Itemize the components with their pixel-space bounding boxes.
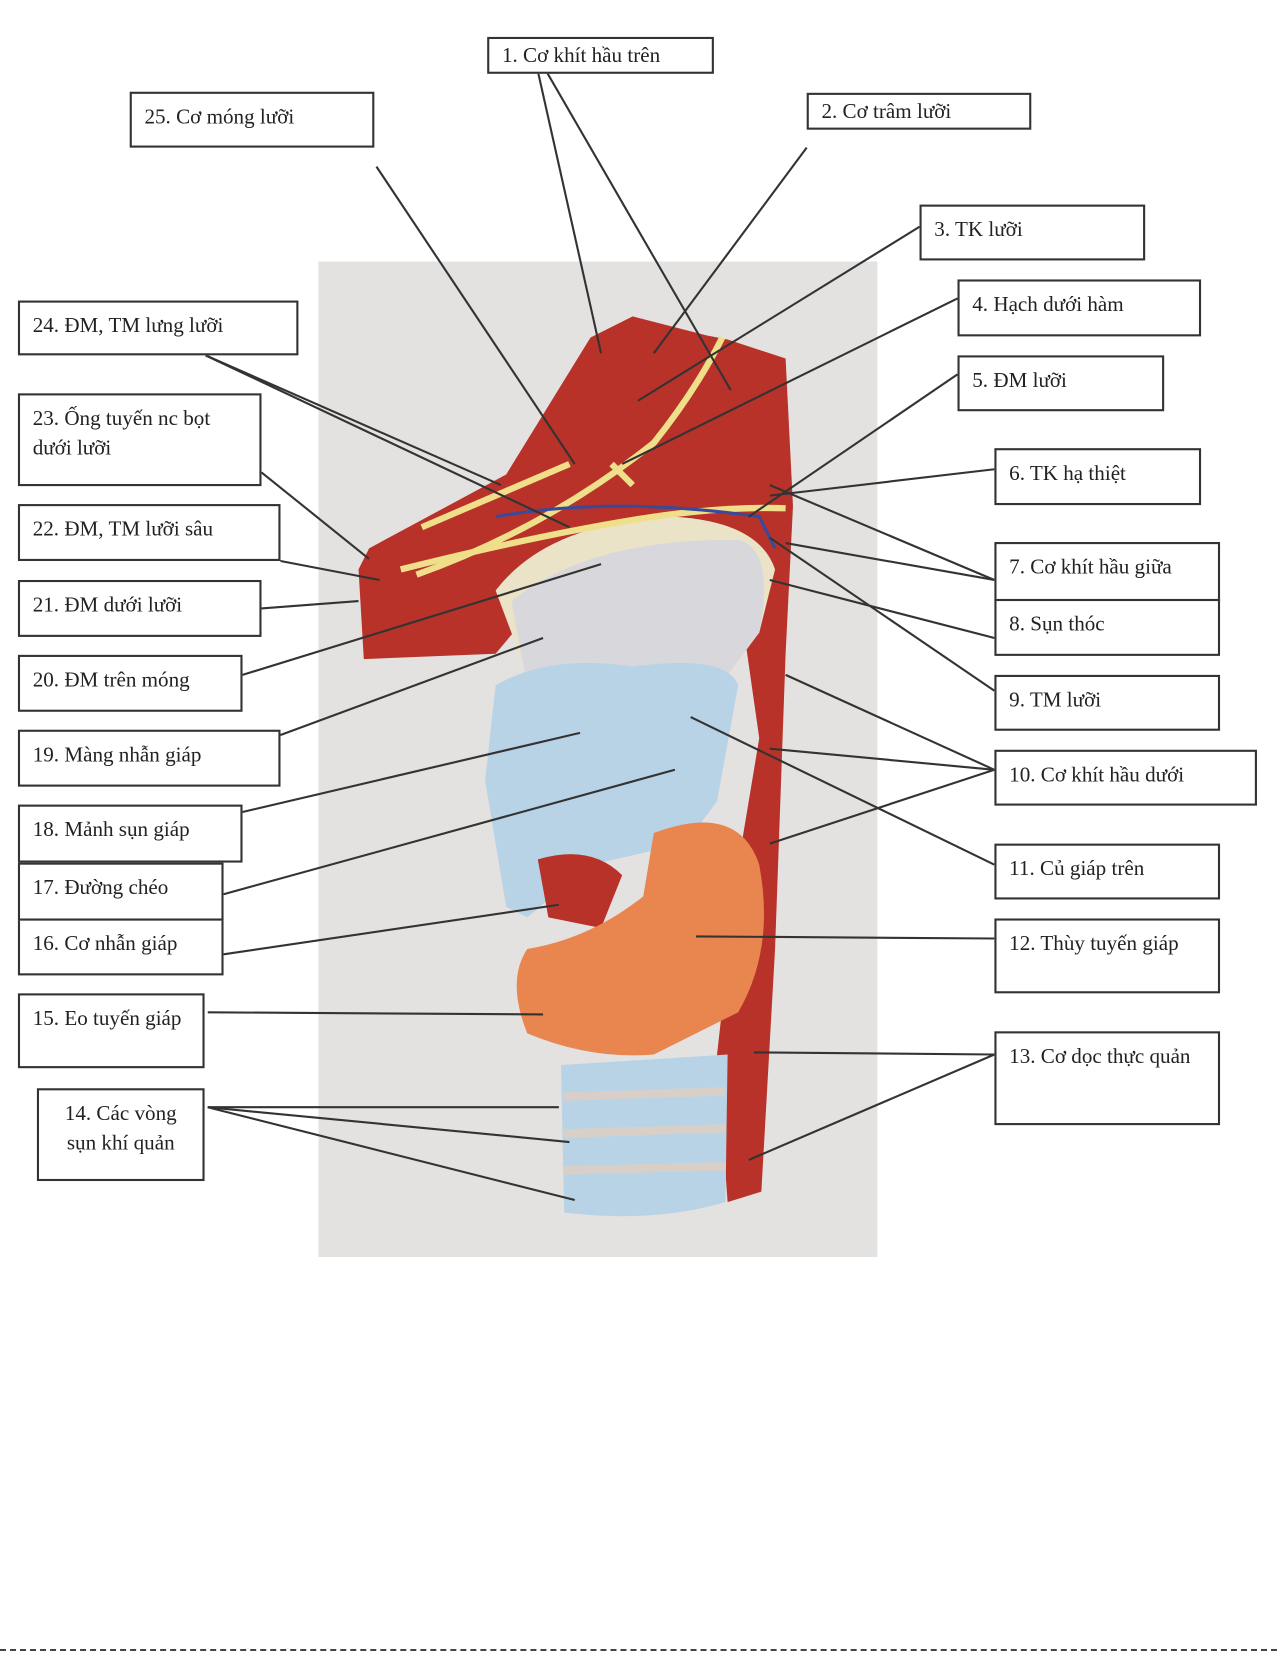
thyroid-cartilage [485, 662, 739, 918]
page-bottom-rule [0, 1649, 1277, 1651]
label-18: 18. Mảnh sụn giáp [17, 804, 243, 863]
label-16: 16. Cơ nhẫn giáp [17, 918, 224, 976]
leader-lines [205, 46, 995, 1202]
label-7: 7. Cơ khít hầu giữa [994, 542, 1221, 602]
label-15: 15. Eo tuyến giáp [17, 993, 205, 1069]
thyroid-gland [516, 822, 764, 1056]
label-13: 13. Cơ dọc thực quản [994, 1031, 1221, 1126]
label-1: 1. Cơ khít hầu trên [487, 36, 714, 74]
label-12: 12. Thùy tuyến giáp [994, 918, 1221, 994]
label-14: 14. Các vòng sụn khí quản [36, 1088, 205, 1182]
label-23: 23. Ống tuyến nc bọt dưới lưỡi [17, 393, 262, 487]
label-25: 25. Cơ móng lưỡi [129, 91, 375, 148]
label-20: 20. ĐM trên móng [17, 654, 243, 712]
label-11: 11. Củ giáp trên [994, 843, 1221, 900]
label-17: 17. Đường chéo [17, 862, 224, 921]
vessels [495, 504, 777, 550]
label-4: 4. Hạch dưới hàm [957, 279, 1202, 337]
label-24: 24. ĐM, TM lưng lưỡi [17, 300, 299, 356]
label-9: 9. TM lưỡi [994, 674, 1221, 731]
label-19: 19. Màng nhẫn giáp [17, 729, 281, 787]
label-5: 5. ĐM lưỡi [957, 355, 1165, 412]
specimen-photo [318, 261, 878, 1257]
label-8: 8. Sụn thóc [994, 598, 1221, 656]
label-10: 10. Cơ khít hầu dưới [994, 749, 1257, 806]
label-3: 3. TK lưỡi [919, 204, 1146, 261]
thyrohyoid-membrane [511, 539, 764, 686]
label-2: 2. Cơ trâm lưỡi [806, 92, 1032, 130]
label-6: 6. TK hạ thiệt [994, 448, 1202, 506]
label-21: 21. ĐM dưới lưỡi [17, 579, 262, 637]
cricothyroid-muscle [537, 854, 623, 928]
label-22: 22. ĐM, TM lưỡi sâu [17, 504, 281, 561]
